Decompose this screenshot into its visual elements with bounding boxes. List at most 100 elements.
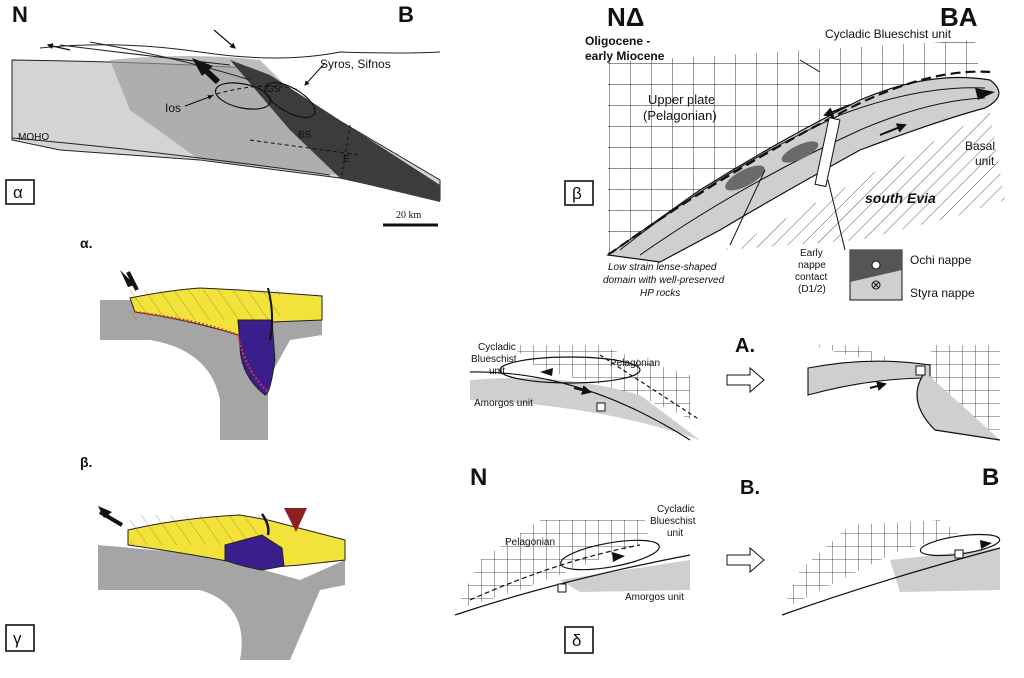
beta-tag-box <box>564 180 594 206</box>
delta-b-left-ellipse <box>560 539 660 571</box>
panel-alpha-ellipse-ios <box>214 82 272 110</box>
alpha-tag-box <box>5 179 35 205</box>
delta-a-hollow-arrow <box>726 366 765 394</box>
panel-beta-legend-dot <box>871 260 881 270</box>
delta-a-left-grid <box>510 345 710 430</box>
alpha-scale-label: 20 km <box>396 210 422 221</box>
gamma-tag-box <box>5 624 35 652</box>
panel-beta <box>606 40 1005 301</box>
delta-tag-box <box>564 626 594 654</box>
delta-a-right-fold <box>916 371 1001 441</box>
beta-low-strain-3: HP rocks <box>640 288 680 299</box>
panel-alpha-dashed-2 <box>249 139 361 156</box>
panel-beta-cycladic-leader <box>799 59 821 73</box>
beta-basal-2: unit <box>975 154 995 168</box>
panel-beta-legend-cross <box>871 280 881 290</box>
gamma-a-fault <box>267 287 274 341</box>
beta-oligocene-2: early Miocene <box>585 49 665 63</box>
panel-beta-lowstrain-leader <box>729 169 766 246</box>
gamma-b-stripes <box>130 515 260 545</box>
panel-alpha-dashed <box>209 85 301 97</box>
delta-b-hollow-arrow <box>726 546 765 574</box>
delta-cycladic-b-3: unit <box>667 528 683 539</box>
delta-cycladic-3: unit <box>489 366 505 377</box>
panel-beta-arrow-mid <box>879 123 907 136</box>
alpha-label-gs: GS <box>266 84 281 95</box>
panel-delta <box>454 345 1001 616</box>
delta-b-right-gray <box>890 548 1000 592</box>
alpha-label-bs: BS <box>298 130 312 141</box>
gamma-a-purple <box>237 319 276 396</box>
panel-alpha-fault-2 <box>89 41 251 81</box>
beta-basal-1: Basal <box>965 139 995 153</box>
panel-gamma <box>98 270 346 660</box>
alpha-label-syros: Syros, Sifnos <box>320 57 391 71</box>
delta-b-left-line <box>454 554 691 616</box>
beta-cycladic: Cycladic Blueschist unit <box>825 27 952 41</box>
delta-b-left-box <box>557 583 567 593</box>
gamma-b-slab <box>98 545 345 660</box>
delta-label-b: B. <box>740 477 760 499</box>
delta-cycladic-2: Blueschist <box>471 354 517 365</box>
panel-alpha-dashed-3 <box>341 124 351 176</box>
beta-tag: β <box>572 184 582 203</box>
beta-low-strain-1: Low strain lense-shaped <box>608 262 717 273</box>
delta-a-right-gray <box>807 360 931 396</box>
delta-a-left-ellipse <box>499 356 641 384</box>
alpha-label-north: N <box>12 2 28 27</box>
delta-cycladic-1: Cycladic <box>478 342 516 353</box>
panel-beta-dashed-top <box>607 70 991 256</box>
panel-beta-contact-leader <box>827 179 846 251</box>
beta-upper-plate-1: Upper plate <box>648 92 715 107</box>
beta-ochi: Ochi nappe <box>910 253 972 267</box>
panel-alpha-arrow-left <box>46 43 71 51</box>
panel-beta-basal-hatch <box>725 112 1005 250</box>
beta-early-1: Early <box>800 248 823 259</box>
delta-tag: δ <box>572 631 581 650</box>
delta-b-left-grid <box>455 520 650 610</box>
delta-cycladic-b-2: Blueschist <box>650 516 696 527</box>
beta-label-nw: ΝΔ <box>607 2 644 32</box>
gamma-sub-b: β. <box>80 454 92 470</box>
alpha-label-moho: MOHO <box>18 132 49 143</box>
delta-a-left-line <box>469 371 691 441</box>
panel-beta-inner-line-2 <box>639 97 986 256</box>
beta-early-2: nappe <box>798 260 826 271</box>
panel-alpha-syros-pointer <box>304 62 326 86</box>
beta-early-4: (D1/2) <box>798 284 826 295</box>
panel-beta-white-bar <box>814 117 841 188</box>
panel-alpha-arrow-small <box>213 29 236 49</box>
delta-b-left-gray <box>560 560 690 592</box>
alpha-label-east: B <box>398 2 414 27</box>
alpha-label-ios: Ios <box>165 101 181 115</box>
delta-amorgos-b: Amorgos unit <box>625 592 684 603</box>
delta-label-n: N <box>470 464 487 491</box>
panel-alpha-fault-1 <box>59 44 231 66</box>
delta-label-b-corner: B <box>982 464 999 491</box>
delta-b-right-line <box>781 547 1001 616</box>
delta-cycladic-b-1: Cycladic <box>657 504 695 515</box>
delta-amorgos-a: Amorgos unit <box>474 398 533 409</box>
beta-styra: Styra nappe <box>910 286 975 300</box>
delta-a-left-dash <box>599 354 701 421</box>
gamma-sub-a: α. <box>80 235 93 251</box>
delta-a-right-box <box>915 365 926 376</box>
beta-early-3: contact <box>795 272 827 283</box>
beta-oligocene-1: Oligocene - <box>585 34 650 48</box>
delta-pelagonian-b: Pelagonian <box>505 537 555 548</box>
delta-b-right-grid <box>782 520 960 610</box>
panel-beta-lens-2 <box>781 141 819 163</box>
panel-alpha-slab <box>230 60 440 202</box>
delta-b-right-box <box>954 549 964 559</box>
panel-alpha <box>11 29 441 227</box>
panel-beta-arrow-head <box>975 88 995 100</box>
beta-upper-plate-2: (Pelagonian) <box>643 108 717 123</box>
beta-south-evia: south Evia <box>865 190 936 206</box>
alpha-tag: α <box>13 183 23 202</box>
gamma-a-red-line <box>134 311 269 393</box>
gamma-b-fault <box>260 513 270 536</box>
delta-pelagonian-a: Pelagonian <box>610 358 660 369</box>
alpha-label-e: E <box>343 154 350 165</box>
panel-beta-lens-1 <box>725 165 765 191</box>
